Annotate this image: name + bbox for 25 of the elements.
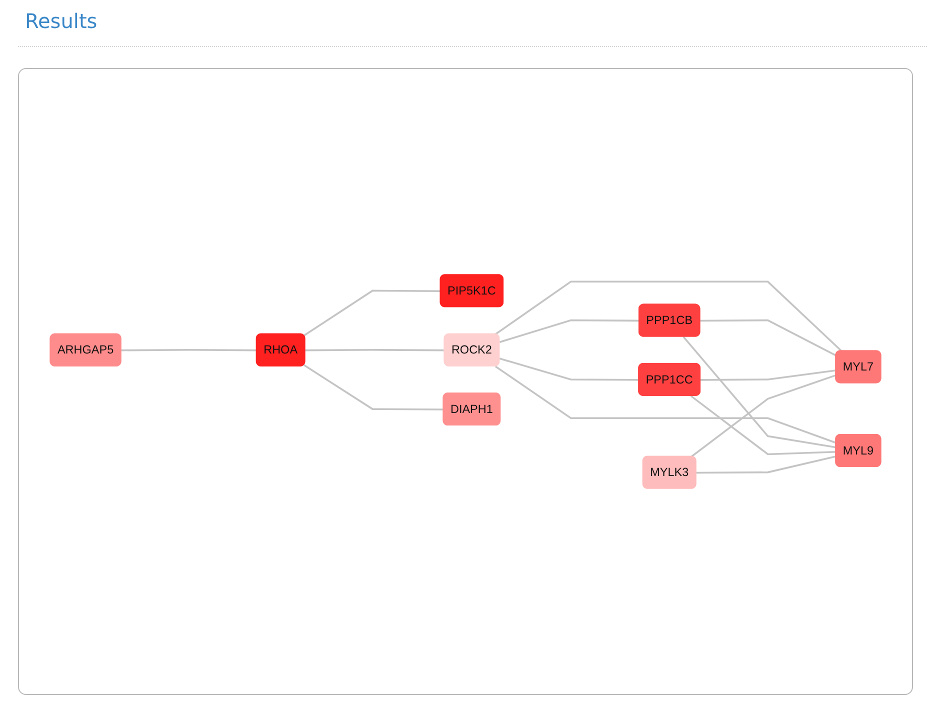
connector-line	[121, 348, 257, 352]
gene-node: PPP1CB	[638, 304, 700, 337]
connector-line	[303, 290, 441, 336]
page-title: Results	[25, 9, 98, 33]
gene-node: ARHGAP5	[50, 333, 122, 366]
connector-line	[305, 348, 445, 352]
gene-node: DIAPH1	[442, 392, 501, 426]
connector-line	[499, 358, 640, 381]
connector-line	[682, 336, 836, 448]
connector-line	[494, 366, 836, 444]
connector-line	[700, 369, 836, 381]
gene-node: PPP1CC	[638, 362, 701, 396]
connector-line	[499, 319, 640, 343]
connector-line	[303, 364, 444, 410]
connector-line	[690, 374, 836, 458]
connector-line	[690, 395, 836, 456]
connector-line	[494, 280, 842, 352]
gene-node: ROCK2	[444, 333, 500, 366]
connector-line	[696, 456, 836, 474]
connector-line	[700, 319, 836, 356]
gene-node: MYL7	[835, 350, 882, 384]
gene-node: PIP5K1C	[440, 274, 504, 308]
gene-node: RHOA	[256, 333, 306, 366]
gene-node: MYLK3	[642, 456, 696, 489]
gene-node: MYL9	[835, 434, 882, 467]
